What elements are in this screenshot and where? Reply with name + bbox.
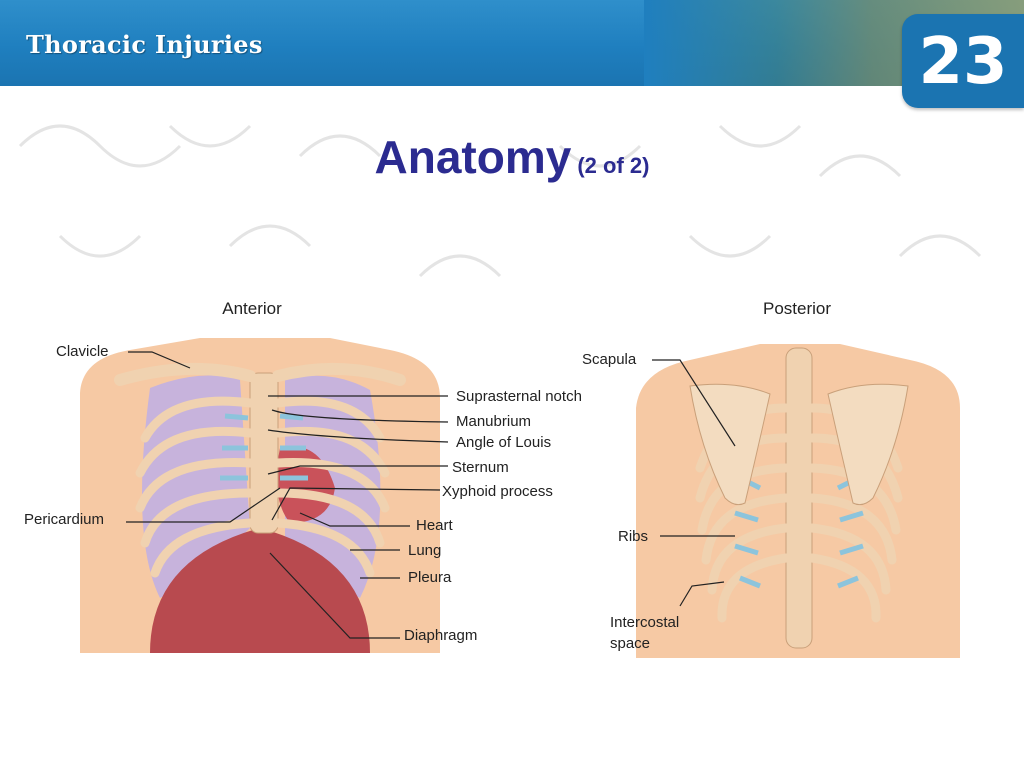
posterior-scapula-left (689, 383, 771, 506)
slide-title-suffix: (2 of 2) (577, 153, 650, 178)
label-sternum: Sternum (452, 459, 509, 476)
label-clavicle: Clavicle (56, 343, 109, 360)
chapter-badge: 23 (902, 14, 1024, 108)
label-diaphragm: Diaphragm (404, 627, 477, 644)
posterior-view: Posterior Scapula Ribs Intercostal space (582, 299, 960, 658)
label-intercostal-line1: Intercostal (610, 614, 679, 631)
anterior-ribs (135, 396, 390, 578)
slide-title: Anatomy(2 of 2) (0, 130, 1024, 184)
anterior-intercostal-cartilage (220, 413, 308, 481)
label-intercostal-line2: space (610, 635, 650, 652)
label-xyphoid-process: Xyphoid process (442, 483, 553, 500)
posterior-scapula-right (827, 383, 909, 506)
slide-title-main: Anatomy (374, 131, 572, 183)
label-ribs: Ribs (618, 528, 648, 545)
anterior-leader-lines (126, 351, 449, 639)
deck-title: Thoracic Injuries (26, 30, 263, 59)
label-pericardium: Pericardium (24, 511, 104, 528)
anterior-sternum (249, 372, 279, 534)
label-manubrium: Manubrium (456, 413, 531, 430)
label-scapula: Scapula (582, 351, 637, 368)
label-heart: Heart (416, 517, 454, 534)
anterior-diaphragm (150, 528, 370, 653)
chapter-number: 23 (918, 25, 1008, 99)
label-lung: Lung (408, 542, 441, 559)
posterior-leader-lines (652, 359, 736, 607)
anterior-clavicle-right (272, 362, 406, 386)
background-pattern (18, 124, 982, 278)
label-suprasternal-notch: Suprasternal notch (456, 388, 582, 405)
anterior-view: Anterior (24, 299, 582, 653)
slide-header: Thoracic Injuries (0, 0, 1024, 86)
anterior-view-label: Anterior (222, 299, 282, 318)
label-pleura: Pleura (408, 569, 452, 586)
thorax-figure-svg: Anterior (24, 299, 960, 658)
posterior-view-label: Posterior (763, 299, 831, 318)
thorax-figure: Anterior (0, 298, 1024, 768)
label-angle-of-louis: Angle of Louis (456, 434, 551, 451)
anterior-clavicle-left (114, 362, 256, 386)
